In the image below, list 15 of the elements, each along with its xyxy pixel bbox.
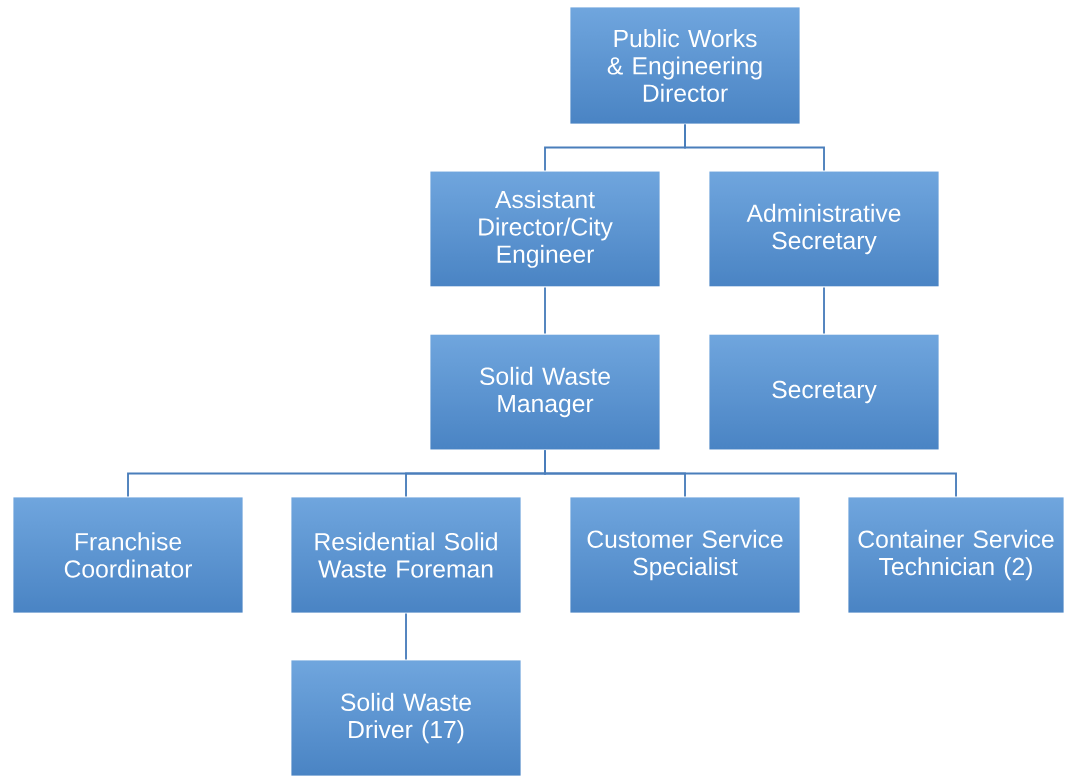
connector-line xyxy=(823,286,825,335)
position-box: Administrative Secretary xyxy=(708,170,940,288)
position-box: Solid Waste Manager xyxy=(429,333,661,451)
position-box: Residential Solid Waste Foreman xyxy=(290,496,522,614)
position-box: Secretary xyxy=(708,333,940,451)
position-box: Solid Waste Driver (17) xyxy=(290,659,522,776)
position-box: Customer Service Specialist xyxy=(569,496,801,614)
connector-line xyxy=(544,286,546,335)
connector-line xyxy=(544,449,957,498)
connector-line xyxy=(405,612,407,661)
position-box: Assistant Director/City Engineer xyxy=(429,170,661,288)
connector-line xyxy=(684,123,825,172)
position-box: Public Works & Engineering Director xyxy=(569,6,801,125)
position-box: Franchise Coordinator xyxy=(12,496,244,614)
position-box: Container Service Technician (2) xyxy=(847,496,1065,614)
